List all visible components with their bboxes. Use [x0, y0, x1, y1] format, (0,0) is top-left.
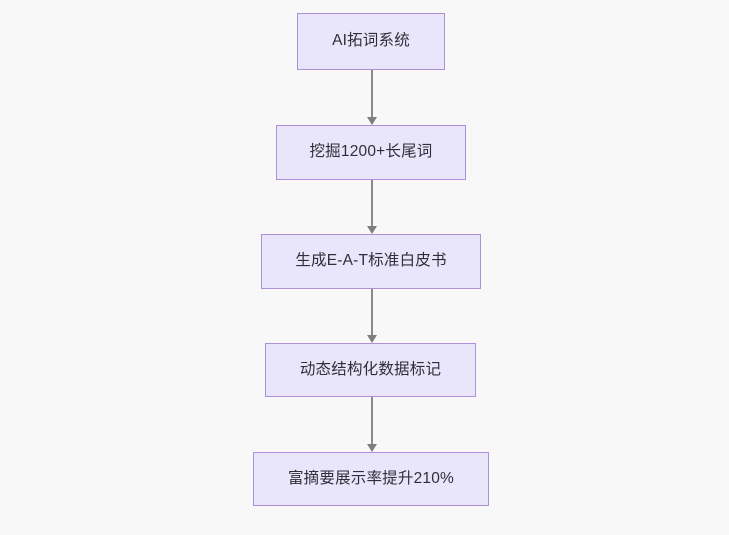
flow-node-label: 生成E-A-T标准白皮书 — [295, 252, 447, 270]
flow-node-generate-eat-whitepaper[interactable]: 生成E-A-T标准白皮书 — [261, 234, 481, 289]
flow-node-dynamic-structured-data[interactable]: 动态结构化数据标记 — [265, 343, 476, 397]
flow-node-label: 动态结构化数据标记 — [299, 360, 442, 378]
arrowhead-icon — [366, 444, 377, 452]
arrowhead-icon — [366, 335, 377, 343]
flow-node-label: 挖掘1200+长尾词 — [309, 143, 433, 161]
flow-node-ai-keyword-system[interactable]: AI拓词系统 — [297, 13, 445, 70]
flow-node-label: AI拓词系统 — [332, 32, 410, 50]
arrowhead-icon — [366, 226, 377, 234]
flow-node-label: 富摘要展示率提升210% — [287, 469, 455, 487]
edge-line — [371, 70, 373, 117]
edge-line — [371, 180, 373, 226]
flow-node-rich-snippet-result[interactable]: 富摘要展示率提升210% — [253, 452, 489, 506]
edge-line — [371, 289, 373, 335]
arrowhead-icon — [366, 117, 377, 125]
edge-line — [371, 397, 373, 444]
flow-node-mine-longtail-keywords[interactable]: 挖掘1200+长尾词 — [276, 125, 466, 180]
